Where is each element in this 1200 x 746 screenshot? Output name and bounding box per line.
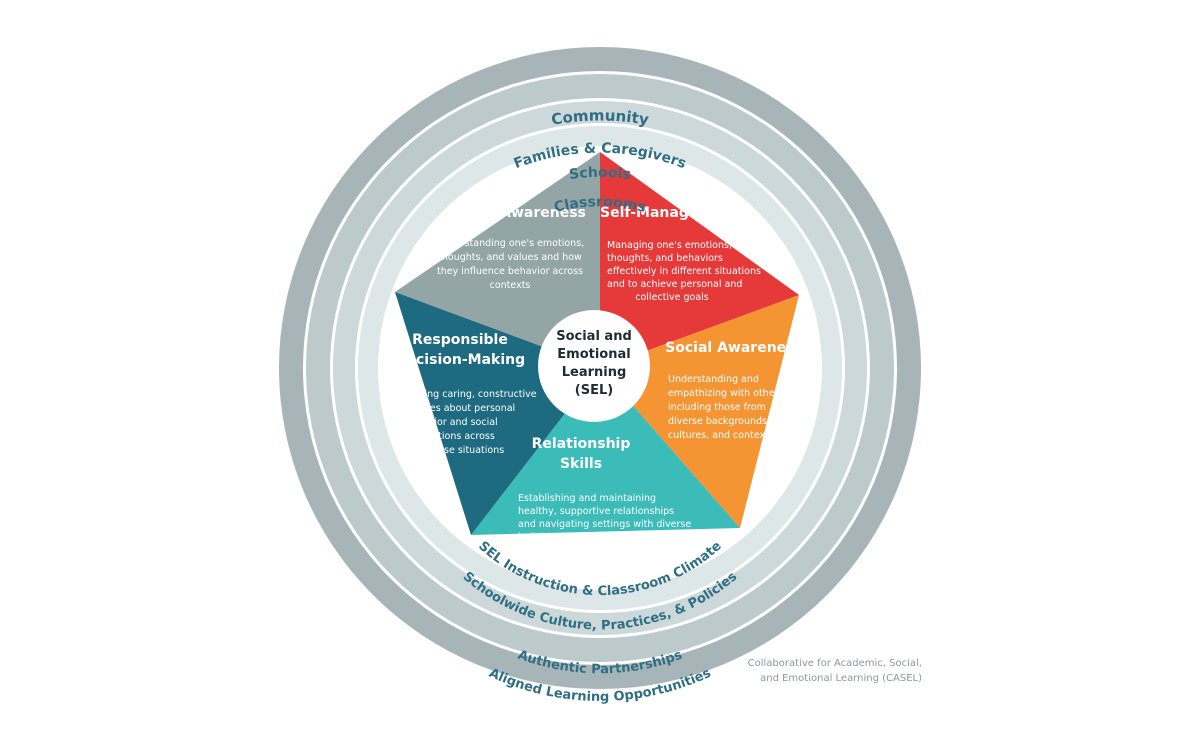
casel-credit-line-2: and Emotional Learning (CASEL): [760, 673, 922, 684]
self-awareness-desc-3: they influence behavior across: [437, 266, 583, 277]
self-awareness-title: Self-Awareness: [464, 205, 586, 221]
responsible-decision-desc-5: diverse situations: [420, 445, 504, 456]
casel-credit-line-1: Collaborative for Academic, Social,: [747, 658, 922, 669]
social-awareness-desc-3: including those from: [668, 402, 766, 413]
self-awareness-desc-4: contexts: [490, 280, 531, 291]
responsible-decision-desc-2: choices about personal: [405, 403, 515, 414]
social-awareness-desc-4: diverse backgrounds,: [668, 416, 770, 427]
self-management-desc-2: thoughts, and behaviors: [607, 253, 723, 264]
relationship-skills-desc-2: healthy, supportive relationships: [518, 506, 674, 517]
segment-self-management: [600, 152, 799, 368]
self-management-desc-3: effectively in different situations: [607, 266, 761, 277]
center-line-1: Social and: [556, 329, 632, 344]
responsible-decision-title-2: Decision-Making: [395, 352, 525, 368]
social-awareness-desc-5: cultures, and contexts: [668, 430, 774, 441]
ring-label-community: Community: [550, 106, 650, 128]
center-line-3: Learning: [562, 365, 627, 380]
responsible-decision-desc-4: interactions across: [405, 431, 495, 442]
self-management-desc-5: collective goals: [635, 292, 709, 303]
responsible-decision-desc-1: Making caring, constructive: [405, 389, 537, 400]
segment-relationship-skills: [471, 368, 740, 535]
self-management-desc-1: Managing one's emotions,: [607, 240, 732, 251]
ring-label-classrooms-path: Classrooms: [553, 194, 648, 216]
self-management-title: Self-Management: [600, 205, 739, 221]
relationship-skills-title-1: Relationship: [532, 436, 631, 452]
center-line-2: Emotional: [557, 347, 630, 362]
responsible-decision-title-1: Responsible: [412, 332, 508, 348]
segment-self-awareness: [395, 152, 600, 368]
social-awareness-desc-1: Understanding and: [668, 374, 759, 385]
center-circle: [538, 310, 650, 422]
relationship-skills-desc-1: Establishing and maintaining: [518, 493, 656, 504]
relationship-skills-desc-4: individuals and groups: [518, 532, 626, 543]
ring-label-community-path: Community: [550, 106, 650, 128]
casel-credit: Collaborative for Academic, Social, and …: [682, 656, 922, 686]
segment-social-awareness: [600, 295, 799, 528]
center-line-4: (SEL): [575, 383, 613, 398]
self-awareness-desc-2: thoughts, and values and how: [438, 252, 582, 263]
ring-label-classrooms: Classrooms: [553, 194, 648, 216]
ring-label-schools: Schools: [568, 165, 632, 183]
self-management-desc-4: and to achieve personal and: [607, 279, 742, 290]
relationship-skills-title-2: Skills: [560, 456, 602, 472]
self-awareness-desc-1: Understanding one's emotions,: [436, 238, 584, 249]
responsible-decision-desc-3: behavior and social: [405, 417, 498, 428]
ring-label-schools-path: Schools: [568, 165, 632, 183]
relationship-skills-desc-3: and navigating settings with diverse: [518, 519, 691, 530]
social-awareness-desc-2: empathizing with others,: [668, 388, 787, 399]
social-awareness-title: Social Awareness: [665, 340, 803, 356]
